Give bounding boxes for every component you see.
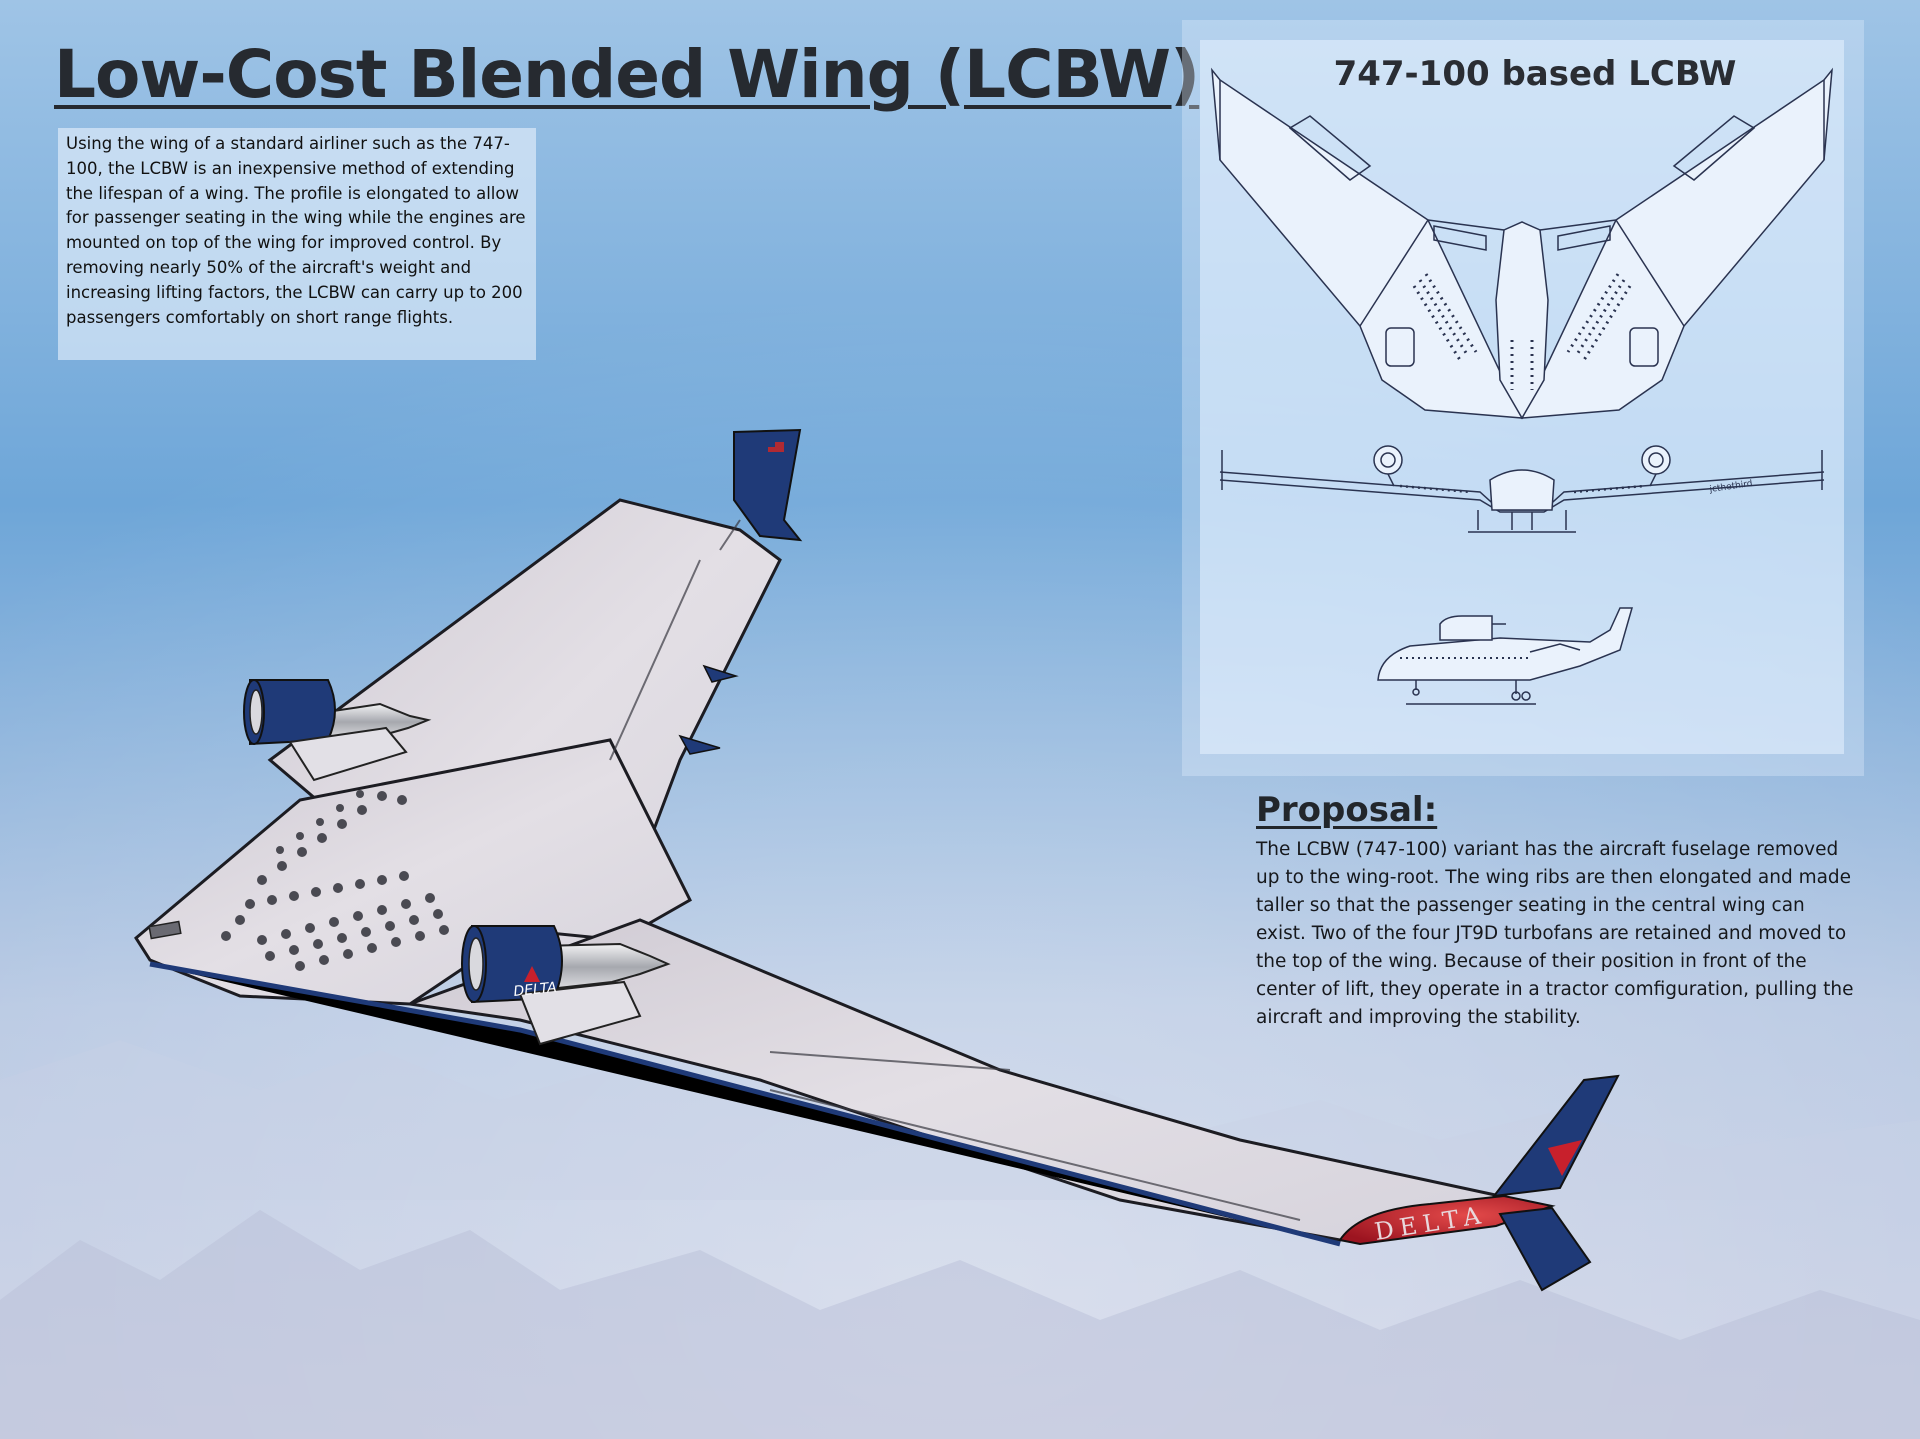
front-engine: DELTA: [461, 925, 671, 1046]
passenger-window-rows: [221, 790, 449, 971]
winglet-lower: [1498, 1206, 1592, 1292]
mountain-silhouette: [0, 1210, 1920, 1439]
intro-description: Using the wing of a standard airliner su…: [58, 128, 536, 360]
cockpit-window: [148, 920, 182, 940]
blended-body: [134, 738, 692, 1006]
proposal-body: The LCBW (747-100) variant has the aircr…: [1256, 839, 1854, 1028]
engine-livery-text: DELTA: [513, 980, 558, 1000]
three-view-drawings: jcthethird: [1211, 67, 1833, 705]
upper-vertical-stabilizer: [733, 428, 803, 542]
page-title: Low-Cost Blended Wing (LCBW): [54, 36, 1200, 113]
rear-engine: [243, 679, 432, 782]
diagram-title: 747-100 based LCBW: [1333, 54, 1737, 94]
winglet-upper: [1491, 1074, 1620, 1198]
window-rows: [1412, 273, 1632, 390]
side-view-drawing: [1377, 607, 1633, 705]
top-view-drawing: [1211, 67, 1833, 420]
front-view-drawing: jcthethird: [1219, 445, 1825, 533]
proposal-heading: Proposal:: [1256, 790, 1438, 830]
wingtip-cap: [1338, 1194, 1556, 1246]
